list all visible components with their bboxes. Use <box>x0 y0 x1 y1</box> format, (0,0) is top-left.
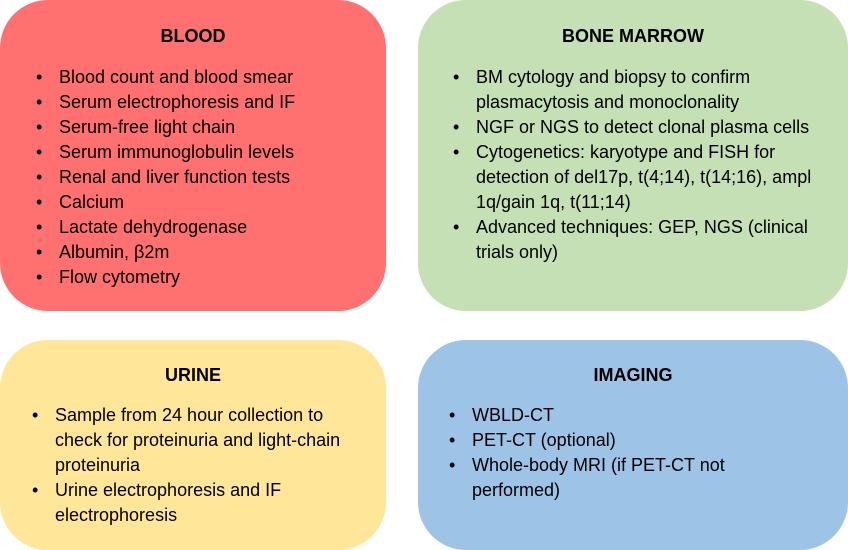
bullet-icon: • <box>36 167 43 187</box>
bullet-icon: • <box>36 242 43 262</box>
bullet-icon: • <box>36 192 43 212</box>
list-item: • PET-CT (optional) <box>449 428 792 453</box>
list-item: • Serum-free light chain <box>36 115 379 140</box>
list-item: • Advanced techniques: GEP, NGS (clinical… <box>453 215 824 265</box>
list-item: • Flow cytometry <box>36 265 379 290</box>
bullet-icon: • <box>32 405 39 425</box>
list-item: • Calcium <box>36 190 379 215</box>
list-item: • Serum immunoglobulin levels <box>36 140 379 165</box>
list-item: • BM cytology and biopsy to confirm plasm… <box>453 65 824 115</box>
list-item-text: BM cytology and biopsy to confirm plasma… <box>476 67 751 112</box>
bullet-icon: • <box>449 405 456 425</box>
list-item: • Cytogenetics: karyotype and FISH for de… <box>453 140 824 215</box>
list-item: • WBLD-CT <box>449 403 792 428</box>
list-item-text: Albumin, β2m <box>59 242 170 262</box>
bullet-icon: • <box>449 455 456 475</box>
blood-title: BLOOD <box>160 26 226 46</box>
list-item-text: Serum-free light chain <box>59 117 236 137</box>
list-item: • Blood count and blood smear <box>36 65 379 90</box>
urine-title: URINE <box>164 365 221 385</box>
blood-list: • Blood count and blood smear • Serum elect… <box>36 65 379 290</box>
list-item-text: Advanced techniques: GEP, NGS (clinical … <box>476 217 808 262</box>
list-item: • Whole-body MRI (if PET-CT not performed… <box>449 453 792 503</box>
list-item-text: Serum immunoglobulin levels <box>59 142 295 162</box>
list-item-text: Flow cytometry <box>59 267 181 287</box>
bullet-icon: • <box>453 142 460 162</box>
list-item-text: Urine electrophoresis and IF electrophor… <box>55 480 282 525</box>
bullet-icon: • <box>36 217 43 237</box>
bullet-icon: • <box>36 92 43 112</box>
bullet-icon: • <box>453 67 460 87</box>
bullet-icon: • <box>453 117 460 137</box>
imaging-title: IMAGING <box>593 365 673 385</box>
list-item-text: Lactate dehydrogenase <box>59 217 248 237</box>
list-item-text: Renal and liver function tests <box>59 167 291 187</box>
list-item-text: Calcium <box>59 192 125 212</box>
list-item: • Renal and liver function tests <box>36 165 379 190</box>
bullet-icon: • <box>32 480 39 500</box>
bullet-icon: • <box>36 67 43 87</box>
urine-list: • Sample from 24 hour collection to check… <box>32 403 360 528</box>
bullet-icon: • <box>449 430 456 450</box>
bone-marrow-list: • BM cytology and biopsy to confirm plasm… <box>453 65 824 265</box>
imaging-panel: IMAGING • WBLD-CT • PET-CT (optional) • Whole… <box>418 340 848 550</box>
bone-marrow-title: BONE MARROW <box>562 26 704 46</box>
list-item-text: Cytogenetics: karyotype and FISH for det… <box>476 142 812 212</box>
list-item-text: Whole-body MRI (if PET-CT not performed) <box>472 455 725 500</box>
bullet-icon: • <box>36 142 43 162</box>
list-item: • Serum electrophoresis and IF <box>36 90 379 115</box>
urine-panel: URINE • Sample from 24 hour collection to… <box>0 340 386 550</box>
list-item: • NGF or NGS to detect clonal plasma cell… <box>453 115 824 140</box>
list-item: • Urine electrophoresis and IF electropho… <box>32 478 360 528</box>
list-item-text: Serum electrophoresis and IF <box>59 92 296 112</box>
list-item-text: NGF or NGS to detect clonal plasma cells <box>476 117 810 137</box>
list-item: • Sample from 24 hour collection to check… <box>32 403 360 478</box>
imaging-list: • WBLD-CT • PET-CT (optional) • Whole-body MR… <box>449 403 792 503</box>
list-item: • Lactate dehydrogenase <box>36 215 379 240</box>
list-item: • Albumin, β2m <box>36 240 379 265</box>
blood-panel: BLOOD • Blood count and blood smear • Serum… <box>0 0 386 311</box>
bullet-icon: • <box>453 217 460 237</box>
list-item-text: PET-CT (optional) <box>472 430 616 450</box>
bone-marrow-panel: BONE MARROW • BM cytology and biopsy to c… <box>418 0 848 311</box>
list-item-text: Sample from 24 hour collection to check … <box>55 405 341 475</box>
list-item-text: WBLD-CT <box>472 405 554 425</box>
bullet-icon: • <box>36 117 43 137</box>
list-item-text: Blood count and blood smear <box>59 67 294 87</box>
bullet-icon: • <box>36 267 43 287</box>
